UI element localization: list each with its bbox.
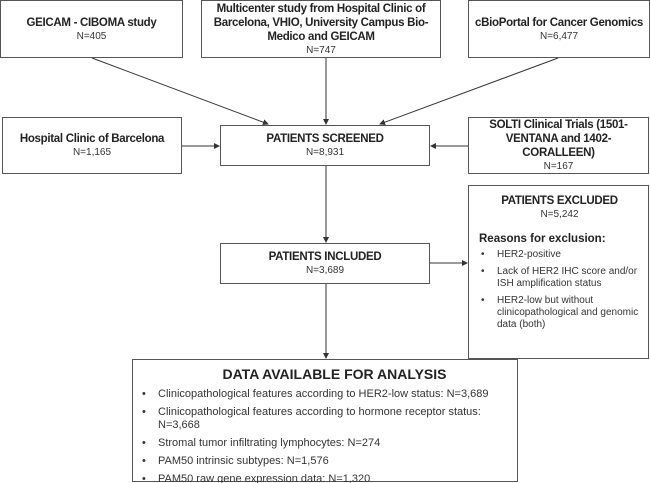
box-count: N=167	[543, 161, 574, 172]
reasons-list: HER2-positive Lack of HER2 IHC score and…	[479, 249, 640, 336]
analysis-list: Clinicopathological features according t…	[140, 388, 509, 483]
source-cbioportal: cBioPortal for Cancer Genomics N=6,477	[468, 0, 650, 58]
box-title: PATIENTS INCLUDED	[268, 251, 382, 263]
box-title: PATIENTS EXCLUDED	[501, 195, 618, 207]
analysis-item: Stromal tumor infiltrating lymphocytes: …	[140, 437, 509, 450]
source-geicam-ciboma: GEICAM - CIBOMA study N=405	[0, 0, 183, 58]
box-title: GEICAM - CIBOMA study	[26, 16, 157, 29]
patients-included-box: PATIENTS INCLUDED N=3,689	[220, 243, 430, 284]
source-hospital-clinic: Hospital Clinic of Barcelona N=1,165	[2, 117, 182, 174]
reason-item: HER2-positive	[479, 249, 640, 261]
arrow-geicam-to-screened	[91, 57, 269, 126]
box-count: N=8,931	[305, 147, 345, 158]
box-count: N=5,242	[540, 209, 579, 220]
analysis-item: PAM50 intrinsic subtypes: N=1,576	[140, 455, 509, 468]
box-title: Hospital Clinic of Barcelona	[19, 133, 165, 145]
reasons-heading: Reasons for exclusion:	[479, 233, 606, 245]
box-count: N=3,689	[305, 265, 345, 276]
analysis-item: Clinicopathological features according t…	[140, 388, 509, 401]
data-available-box: DATA AVAILABLE FOR ANALYSIS Clinicopatho…	[132, 359, 518, 483]
box-title: cBioPortal for Cancer Genomics	[474, 16, 644, 29]
box-count: N=747	[306, 44, 336, 56]
analysis-item: Clinicopathological features according t…	[140, 406, 509, 432]
box-count: N=1,165	[72, 147, 112, 158]
reason-item: HER2-low but without clinicopathological…	[479, 295, 640, 331]
box-count: N=6,477	[539, 30, 579, 42]
patients-screened-box: PATIENTS SCREENED N=8,931	[220, 125, 430, 166]
reason-item: Lack of HER2 IHC score and/or ISH amplif…	[479, 266, 640, 290]
box-count: N=405	[76, 30, 107, 42]
analysis-item: PAM50 raw gene expression data: N=1,320	[140, 473, 509, 483]
patients-excluded-box: PATIENTS EXCLUDED N=5,242 Reasons for ex…	[468, 185, 649, 359]
box-title: PATIENTS SCREENED	[266, 133, 384, 145]
box-title: SOLTI Clinical Trials (1501-VENTANA and …	[489, 119, 628, 159]
box-title: DATA AVAILABLE FOR ANALYSIS	[222, 366, 447, 382]
source-multicenter: Multicenter study from Hospital Clinic o…	[201, 0, 441, 58]
box-title: Multicenter study from Hospital Clinic o…	[213, 2, 429, 43]
arrow-cbioportal-to-screened	[379, 57, 559, 126]
source-solti: SOLTI Clinical Trials (1501-VENTANA and …	[468, 117, 649, 174]
